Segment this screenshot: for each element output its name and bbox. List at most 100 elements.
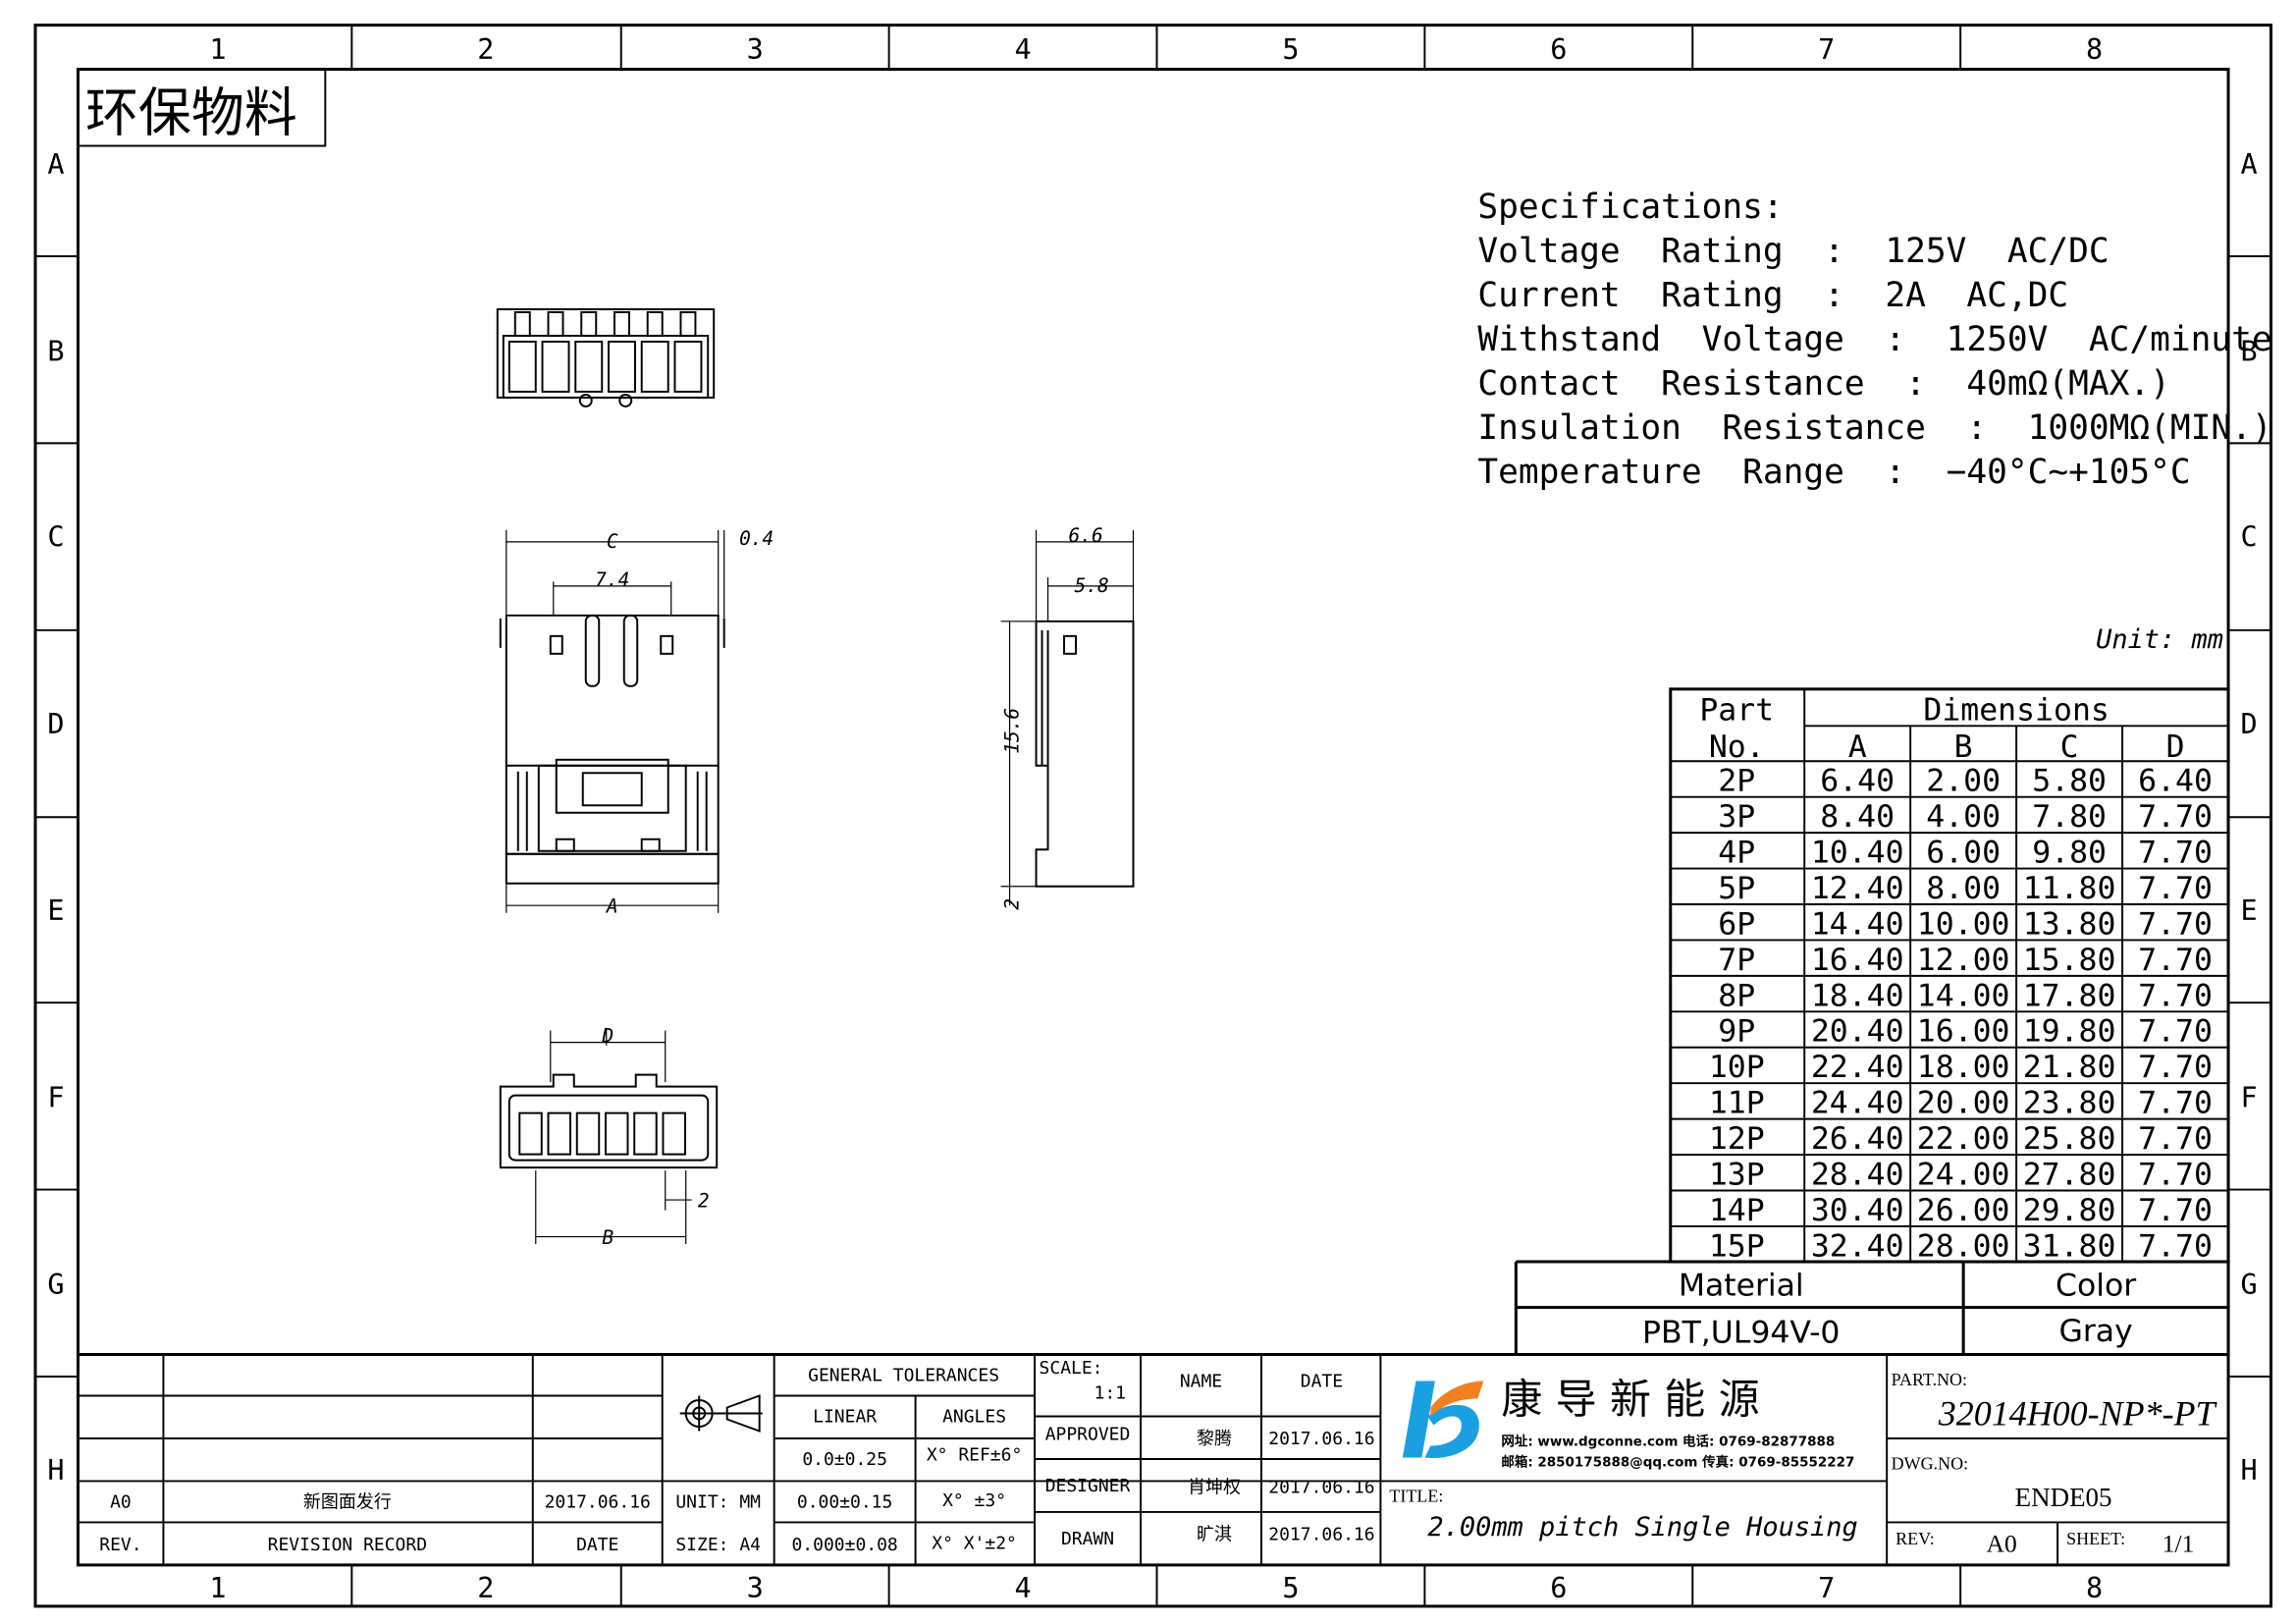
dimension-cell: 8.00 (1926, 871, 2001, 906)
part-number-cell: 14P (1709, 1193, 1765, 1228)
part-number-cell: 9P (1718, 1014, 1755, 1050)
dimension-cell: 7.70 (2138, 1086, 2213, 1121)
revision-value: 新图面发行 (303, 1491, 392, 1512)
tol-angles: X° X'±2° (932, 1533, 1017, 1553)
date-label: DATE (576, 1535, 618, 1555)
col-label: 5 (1282, 1572, 1299, 1604)
general-tolerances-label: GENERAL TOLERANCES (808, 1366, 999, 1386)
linear-label: LINEAR (813, 1406, 877, 1427)
dimension-cell: 21.80 (2023, 1050, 2116, 1085)
part-number-cell: 10P (1709, 1050, 1765, 1085)
row-label: F (47, 1082, 64, 1114)
contact-cavity (662, 1111, 686, 1156)
contact-cavity (633, 1111, 658, 1156)
dimension-cell: 28.40 (1811, 1157, 1904, 1192)
spec-line: Voltage Rating : 125V AC/DC (1477, 232, 2109, 271)
part-number-cell: 12P (1709, 1121, 1765, 1157)
dimension-cell: 10.40 (1811, 836, 1904, 871)
front-view (496, 307, 716, 407)
dimension-cell: 9.80 (2032, 836, 2107, 871)
role-name: 肖坤权 (1188, 1477, 1241, 1497)
dimension-cell: 14.40 (1811, 906, 1904, 942)
rev-label-2: REV: (1896, 1529, 1935, 1548)
dimension-cell: 7.70 (2138, 1193, 2213, 1228)
contact-cavity (608, 340, 636, 393)
sheet-label: SHEET: (2066, 1529, 2125, 1548)
dimension-cell: 12.40 (1811, 871, 1904, 906)
contact-cavity (673, 340, 703, 393)
rev-value: A0 (110, 1491, 132, 1512)
dimension-cell: 16.00 (1917, 1014, 2010, 1050)
color-label: Color (2056, 1269, 2136, 1304)
col-label: 6 (1550, 1572, 1567, 1604)
contact-slot (614, 310, 630, 337)
date-col-label: DATE (1301, 1371, 1343, 1391)
col-label: 2 (477, 33, 494, 66)
dimension-cell: 4.00 (1926, 799, 2001, 835)
col-label: 8 (2086, 33, 2103, 66)
dimension-cell: 5.80 (2032, 764, 2107, 799)
dimension-cell: 7.70 (2138, 871, 2213, 906)
contact-slot (646, 310, 664, 337)
row-label: C (2240, 520, 2257, 553)
col-label: 4 (1014, 33, 1031, 66)
dimension-cell: 12.00 (1917, 943, 2010, 978)
col-label: 4 (1014, 1572, 1031, 1604)
dimension-cell: 7.70 (2138, 1157, 2213, 1192)
dimension-cell: 7.80 (2032, 799, 2107, 835)
tol-linear: 0.000±0.08 (791, 1535, 897, 1555)
row-label: C (47, 520, 64, 553)
eco-stamp: 环保物料 (85, 82, 297, 144)
material-label: Material (1679, 1269, 1804, 1304)
side-view (1000, 529, 1135, 906)
dimension-cell: 6.40 (1820, 764, 1895, 799)
rev-label: REV. (99, 1535, 141, 1555)
spec-line: Withstand Voltage : 1250V AC/minute (1477, 320, 2271, 359)
col-label: 3 (747, 1572, 764, 1604)
row-label: D (47, 708, 64, 740)
dim-d: D (601, 1025, 614, 1048)
part-number-cell: 3P (1718, 799, 1755, 835)
row-label: E (47, 894, 64, 927)
dimension-cell: 15.80 (2023, 943, 2116, 978)
material-value: PBT,UL94V-0 (1642, 1316, 1840, 1351)
col-label: 1 (209, 33, 226, 66)
size-value: SIZE: A4 (675, 1535, 761, 1555)
dimension-cell: 7.70 (2138, 1228, 2213, 1264)
dim-c: C (607, 530, 618, 553)
role-name: 黎腾 (1197, 1429, 1232, 1449)
dimension-cell: 13.80 (2023, 906, 2116, 942)
role: DESIGNER (1045, 1476, 1131, 1496)
part-number-cell: 13P (1709, 1157, 1765, 1192)
role-date: 2017.06.16 (1268, 1477, 1374, 1497)
col-label: 1 (209, 1572, 226, 1604)
dimension-cell: 17.80 (2023, 978, 2116, 1013)
dimension-cell: 31.80 (2023, 1228, 2116, 1264)
dimension-cell: 26.00 (1917, 1193, 2010, 1228)
part-number-cell: 4P (1718, 836, 1755, 871)
unit-value: UNIT: MM (675, 1491, 761, 1512)
color-value: Gray (2058, 1314, 2132, 1349)
row-label: A (47, 148, 64, 181)
dimension-cell: 8.40 (1820, 799, 1895, 835)
row-label: B (47, 335, 64, 367)
title-label: TITLE: (1389, 1486, 1443, 1505)
dim-a: A (605, 895, 618, 918)
dimension-cell: 20.40 (1811, 1014, 1904, 1050)
sheet-value: 1/1 (2163, 1529, 2195, 1557)
col-header-d: D (2166, 730, 2185, 765)
dimension-cell: 19.80 (2023, 1014, 2116, 1050)
role-date: 2017.06.16 (1268, 1524, 1374, 1544)
dimension-cell: 6.00 (1926, 836, 2001, 871)
bottom-view (499, 1027, 719, 1245)
title-block: A0 新图面发行 2017.06.16 REV. REVISION RECORD… (78, 1353, 2229, 1565)
col-header-b: B (1954, 730, 1973, 765)
grid-labels: 1 2 3 4 5 6 7 8 1 2 3 4 5 6 7 8 A B C D … (47, 33, 2257, 1604)
part-number-cell: 5P (1718, 871, 1755, 906)
row-label: D (2240, 708, 2257, 740)
contact-cavity (547, 1111, 571, 1156)
dimension-cell: 32.40 (1811, 1228, 1904, 1264)
contact-cavity (518, 1111, 543, 1156)
projection-symbol-icon (679, 1394, 763, 1433)
dim-pitch-2: 2 (698, 1190, 710, 1213)
